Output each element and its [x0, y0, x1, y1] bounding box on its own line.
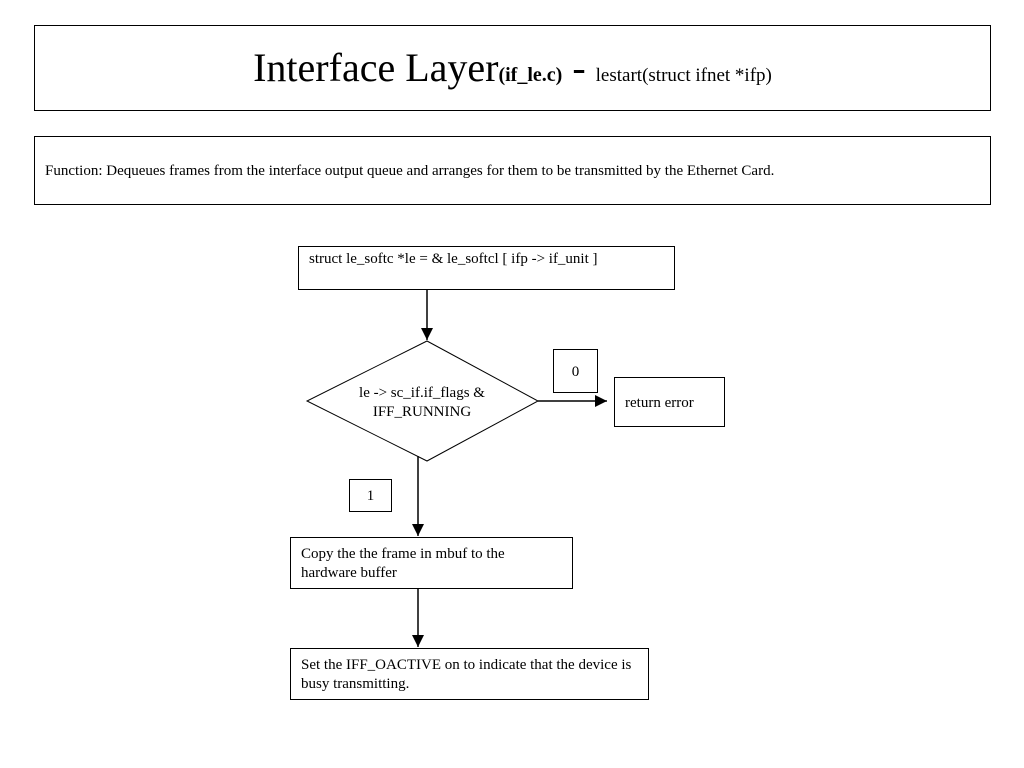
init-step-text: struct le_softc *le = & le_softcl [ ifp … [309, 251, 598, 267]
decision-line-1: le -> sc_if.if_flags & [359, 385, 485, 401]
title-separator: - [572, 45, 586, 90]
copy-step-text: Copy the the frame in mbuf to the hardwa… [301, 546, 505, 581]
decision-text: le -> sc_if.if_flags & IFF_RUNNING [327, 384, 517, 422]
error-step-box: return error [614, 377, 725, 427]
function-description-box: Function: Dequeues frames from the inter… [34, 136, 991, 205]
title-main: Interface Layer [253, 45, 499, 90]
set-step-box: Set the IFF_OACTIVE on to indicate that … [290, 648, 649, 700]
branch-false-label: 0 [571, 364, 580, 380]
branch-true-label: 1 [366, 488, 375, 504]
set-step-text: Set the IFF_OACTIVE on to indicate that … [301, 657, 632, 692]
init-step-box: struct le_softc *le = & le_softcl [ ifp … [298, 246, 675, 290]
page-title: Interface Layer(if_le.c)-lestart(struct … [35, 48, 990, 88]
title-signature: lestart(struct ifnet *ifp) [595, 65, 772, 86]
title-file: (if_le.c) [498, 64, 563, 86]
title-box: Interface Layer(if_le.c)-lestart(struct … [34, 25, 991, 111]
function-description: Function: Dequeues frames from the inter… [45, 163, 775, 179]
decision-diamond [305, 340, 540, 462]
branch-true-label-box: 1 [349, 479, 392, 512]
error-step-text: return error [625, 395, 694, 411]
branch-false-label-box: 0 [553, 349, 598, 393]
decision-line-2: IFF_RUNNING [372, 404, 472, 420]
copy-step-box: Copy the the frame in mbuf to the hardwa… [290, 537, 573, 589]
